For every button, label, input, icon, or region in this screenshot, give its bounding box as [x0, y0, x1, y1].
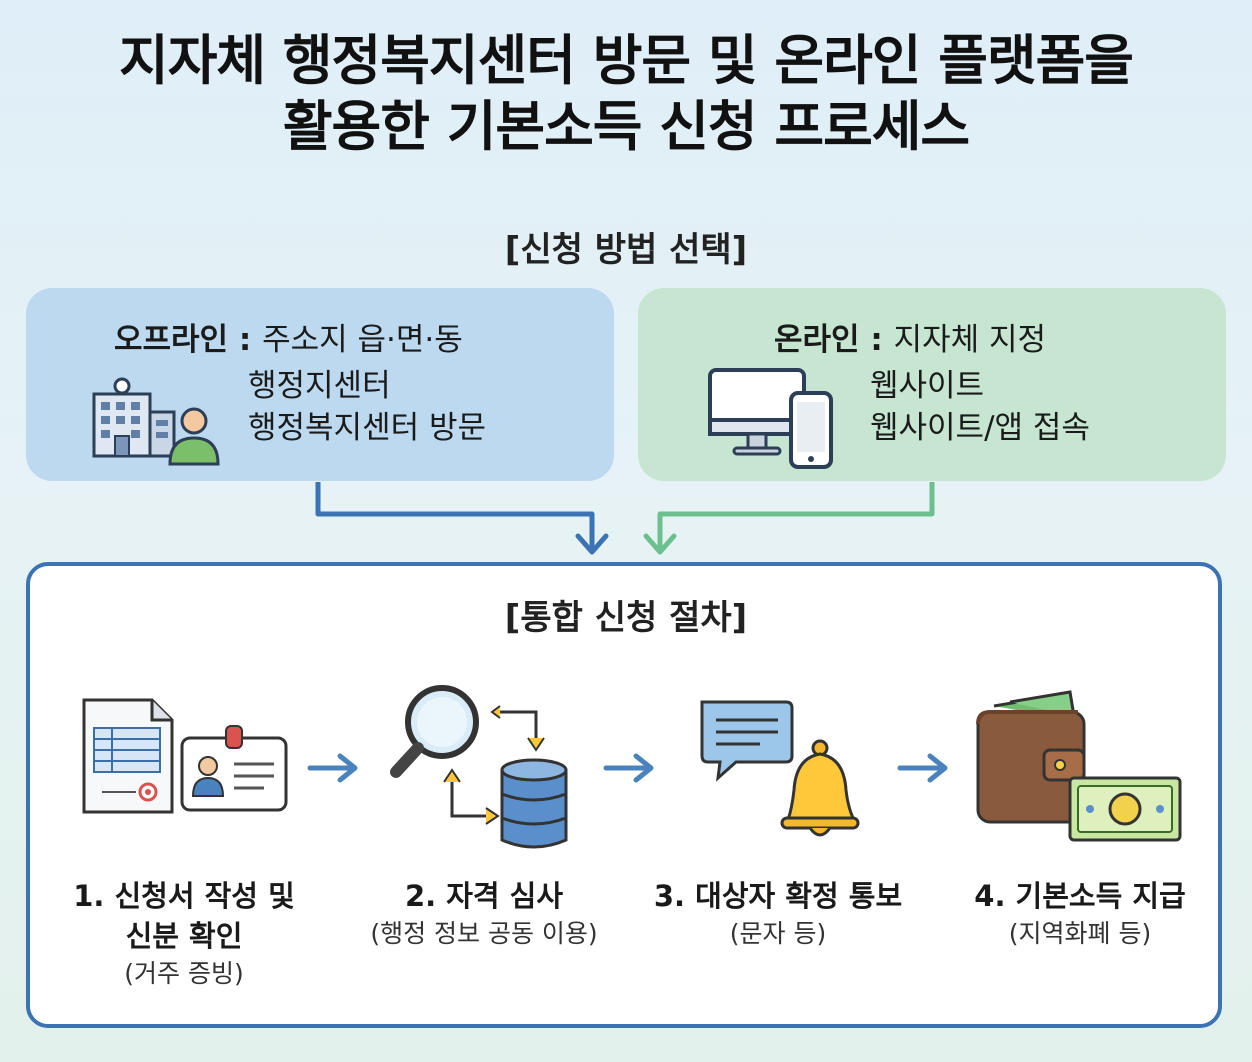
- step-2-label: 2. 자격 심사 (행정 정보 공동 이용): [342, 876, 626, 952]
- offline-line-2: 행정지센터: [248, 368, 391, 404]
- offline-label: 오프라인: [114, 322, 229, 358]
- step-4-label: 4. 기본소득 지급 (지역화폐 등): [944, 876, 1216, 952]
- step-1-title-line-1: 1. 신청서 작성 및: [73, 879, 295, 913]
- search-database-icon: [390, 685, 568, 849]
- message-bell-icon: [700, 700, 860, 837]
- document-id-icon: [82, 698, 288, 814]
- building-icon: [92, 377, 176, 458]
- title-line-1: 지자체 행정복지센터 방문 및 온라인 플랫폼을: [119, 29, 1134, 92]
- wallet-money-icon: [976, 690, 1182, 842]
- online-connector-arrow: [657, 482, 935, 548]
- step-1-label: 1. 신청서 작성 및 신분 확인 (거주 증빙): [54, 876, 314, 992]
- step-4-title: 4. 기본소득 지급: [974, 879, 1186, 913]
- step-3-label: 3. 대상자 확정 통보 (문자 등): [640, 876, 916, 952]
- title-line-2: 활용한 기본소득 신청 프로세스: [282, 95, 970, 158]
- step-1-title-line-2: 신분 확인: [125, 919, 243, 953]
- smartphone-icon: [789, 391, 833, 469]
- online-separator: :: [859, 322, 894, 358]
- online-line-1: 온라인 : 지자체 지정: [774, 320, 1046, 360]
- online-method-box: 온라인 : 지자체 지정 웹사이트 웹사이트/앱 접속: [638, 288, 1226, 481]
- online-label: 온라인: [774, 322, 860, 358]
- offline-connector-arrow: [315, 482, 595, 548]
- step-3-title: 3. 대상자 확정 통보: [653, 879, 903, 913]
- offline-line-3: 행정복지센터 방문: [248, 410, 487, 446]
- step-1-note: (거주 증빙): [124, 959, 244, 988]
- step-arrow-2: [603, 753, 654, 783]
- step-2-note: (행정 정보 공동 이용): [370, 919, 598, 948]
- step-4-note: (지역화폐 등): [1008, 919, 1152, 948]
- offline-separator: :: [228, 322, 263, 358]
- page-title: 지자체 행정복지센터 방문 및 온라인 플랫폼을 활용한 기본소득 신청 프로세…: [0, 28, 1252, 160]
- step-arrow-1: [307, 753, 358, 783]
- online-line-2: 웹사이트: [870, 368, 985, 404]
- offline-line-1: 오프라인 : 주소지 읍·면·동: [114, 320, 463, 360]
- offline-text-1: 주소지 읍·면·동: [262, 322, 463, 358]
- step-2-title: 2. 자격 심사: [404, 879, 564, 913]
- process-heading: [통합 신청 절차]: [504, 598, 748, 638]
- method-heading: [신청 방법 선택]: [504, 230, 748, 270]
- person-icon: [168, 407, 220, 466]
- online-line-3: 웹사이트/앱 접속: [870, 410, 1090, 446]
- step-3-note: (문자 등): [729, 919, 827, 948]
- step-arrow-3: [897, 753, 948, 783]
- online-text-1: 지자체 지정: [893, 322, 1047, 358]
- offline-method-box: 오프라인 : 주소지 읍·면·동 행정지센터 행정복지센터 방문: [26, 288, 614, 481]
